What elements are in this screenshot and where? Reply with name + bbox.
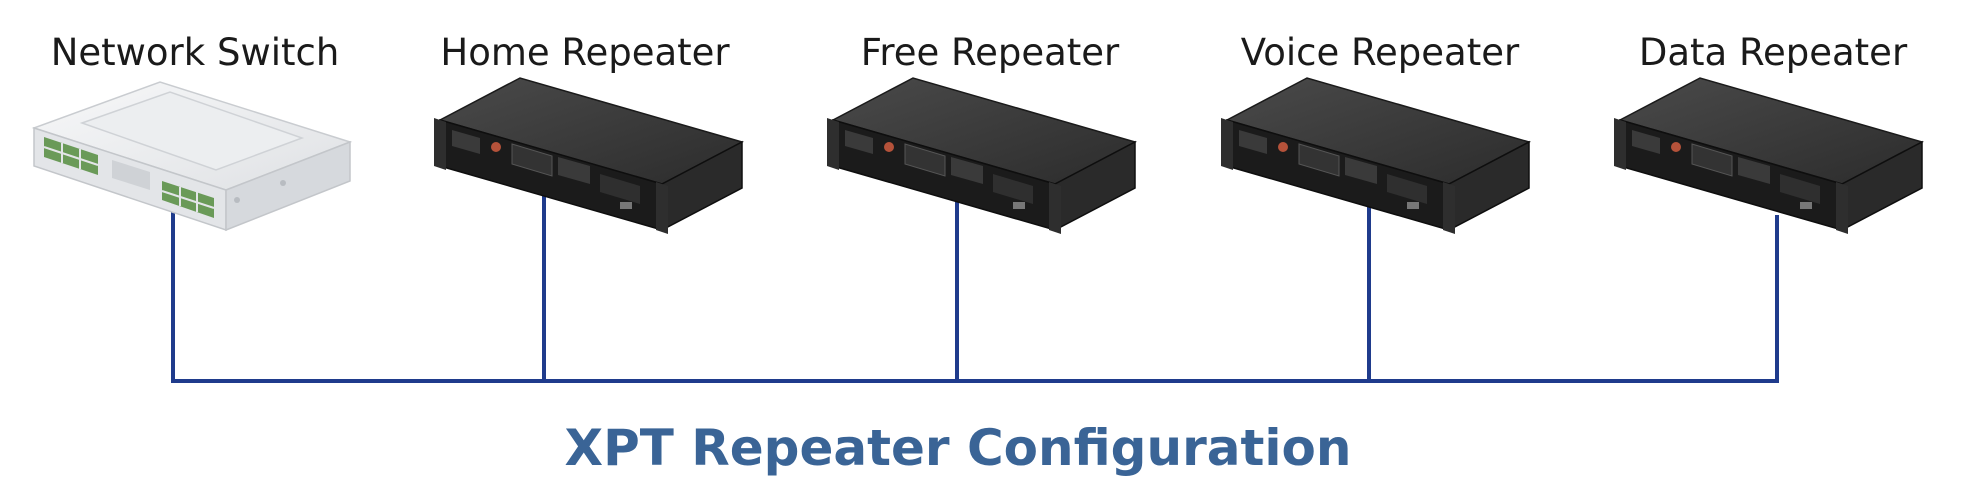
cable-trunk [171, 200, 1779, 383]
home-repeater-icon [434, 77, 745, 234]
data-repeater-icon [1614, 77, 1925, 234]
voice-repeater-icon [1221, 77, 1532, 234]
label-home-repeater: Home Repeater [440, 31, 730, 74]
free-repeater-icon [827, 77, 1138, 234]
network-switch-icon [31, 81, 353, 232]
label-data-repeater: Data Repeater [1638, 31, 1908, 74]
cable-network [171, 190, 1779, 383]
label-free-repeater: Free Repeater [860, 31, 1120, 74]
label-network-switch: Network Switch [50, 31, 340, 74]
diagram-title: XPT Repeater Configuration [564, 419, 1352, 477]
label-voice-repeater: Voice Repeater [1240, 31, 1520, 74]
